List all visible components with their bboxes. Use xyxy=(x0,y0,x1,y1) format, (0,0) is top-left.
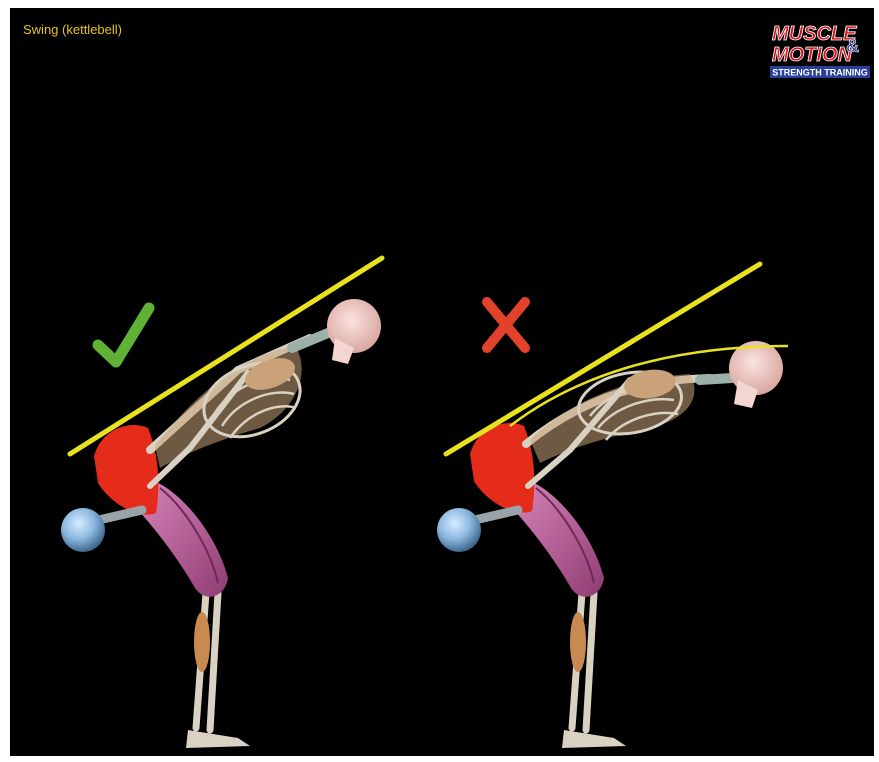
kettlebell-left xyxy=(61,508,142,552)
check-icon xyxy=(98,308,149,362)
correct-form-figure xyxy=(61,258,382,748)
video-frame: Swing (kettlebell) MUSCLE MOTION & STREN… xyxy=(10,8,874,756)
kettlebell-swing-illustration xyxy=(10,8,874,756)
skull-left xyxy=(327,299,381,364)
incorrect-form-figure xyxy=(437,264,788,748)
kettlebell-right xyxy=(437,508,518,552)
cross-icon xyxy=(487,302,525,348)
skull-right xyxy=(729,341,783,408)
